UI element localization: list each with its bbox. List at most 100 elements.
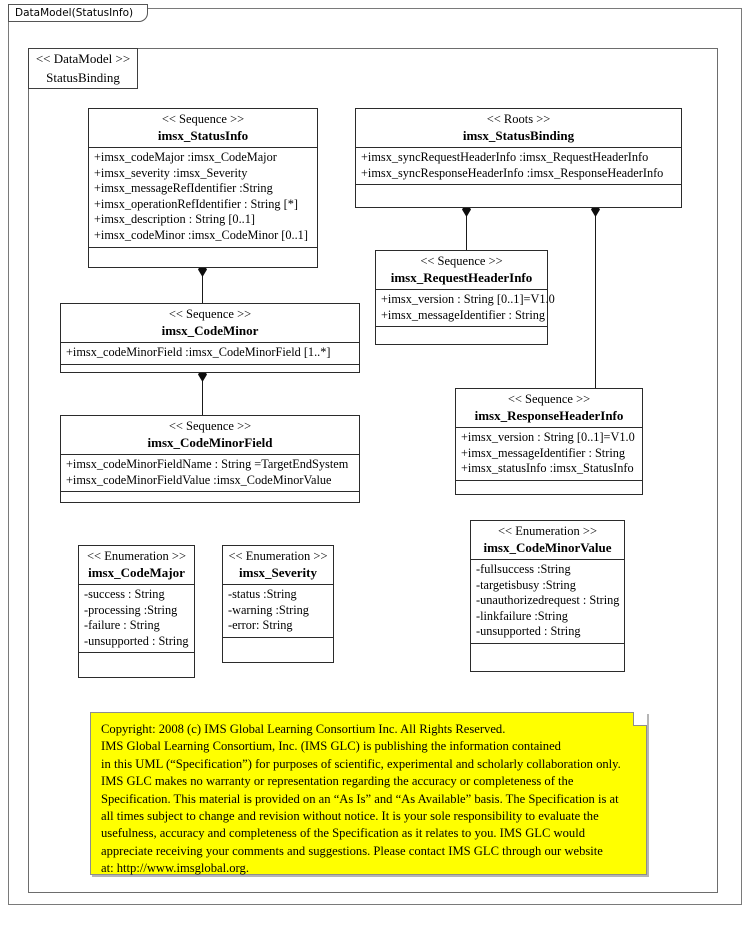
composition-diamond-statusinfo xyxy=(198,262,207,277)
class-name: imsx_RequestHeaderInfo xyxy=(390,270,533,285)
connector-binding-request-v xyxy=(466,208,467,250)
class-attributes: +imsx_version : String [0..1]=V1.0 +imsx… xyxy=(376,290,555,328)
class-operations xyxy=(61,365,359,382)
class-attributes: -status :String -warning :String -error:… xyxy=(223,585,333,638)
attribute-row: +imsx_messageRefIdentifier :String xyxy=(94,181,273,196)
class-name: imsx_Severity xyxy=(239,565,317,580)
class-header: << Enumeration >> imsx_CodeMinorValue xyxy=(471,521,624,560)
connector-codeminor-codeminorfield xyxy=(202,373,203,415)
class-stereotype: << Sequence >> xyxy=(420,254,503,268)
class-header: << Enumeration >> imsx_Severity xyxy=(223,546,333,585)
attribute-row: +imsx_operationRefIdentifier : String [*… xyxy=(94,196,298,211)
class-stereotype: << Roots >> xyxy=(486,112,551,126)
note-line: in this UML (“Specification”) for purpos… xyxy=(101,756,621,771)
attribute-row: -unsupported : String xyxy=(84,633,189,648)
class-header: << Sequence >> imsx_StatusInfo xyxy=(89,109,317,148)
class-header: << Roots >> imsx_StatusBinding xyxy=(356,109,681,148)
note-line: usefulness, accuracy and completeness of… xyxy=(101,826,586,841)
composition-diamond-binding-request xyxy=(462,202,471,217)
class-box-imsx-responseheaderinfo[interactable]: << Sequence >> imsx_ResponseHeaderInfo +… xyxy=(455,388,643,495)
attribute-row: +imsx_severity :imsx_Severity xyxy=(94,165,248,180)
class-name: imsx_CodeMajor xyxy=(88,565,185,580)
class-name: imsx_StatusInfo xyxy=(157,128,249,143)
attribute-row: +imsx_description : String [0..1] xyxy=(94,212,255,227)
class-name: imsx_ResponseHeaderInfo xyxy=(474,408,624,423)
class-stereotype: << Sequence >> xyxy=(161,112,245,126)
class-operations xyxy=(471,644,624,661)
class-operations xyxy=(79,653,194,670)
note-line: at: http://www.imsglobal.org. xyxy=(101,861,249,876)
attribute-row: -linkfailure :String xyxy=(476,608,568,623)
class-name: imsx_CodeMinorValue xyxy=(483,540,612,555)
copyright-note: Copyright: 2008 (c) IMS Global Learning … xyxy=(90,712,647,875)
attribute-row: +imsx_statusInfo :imsx_StatusInfo xyxy=(461,461,634,476)
attribute-row: +imsx_codeMinorField :imsx_CodeMinorFiel… xyxy=(66,345,331,359)
class-stereotype: << Sequence >> xyxy=(507,392,591,406)
connector-statusinfo-codeminor xyxy=(202,268,203,303)
class-operations xyxy=(223,638,333,655)
class-name: imsx_CodeMinorField xyxy=(147,435,273,450)
attribute-row: -fullsuccess :String xyxy=(476,562,571,576)
class-header: << Sequence >> imsx_CodeMinorField xyxy=(61,416,359,455)
attribute-row: +imsx_codeMajor :imsx_CodeMajor xyxy=(94,150,277,164)
attribute-row: -error: String xyxy=(228,618,293,633)
class-attributes: +imsx_version : String [0..1]=V1.0 +imsx… xyxy=(456,428,642,481)
class-box-imsx-statusinfo[interactable]: << Sequence >> imsx_StatusInfo +imsx_cod… xyxy=(88,108,318,268)
attribute-row: -failure : String xyxy=(84,618,160,633)
attribute-row: -processing :String xyxy=(84,602,178,617)
attribute-row: -warning :String xyxy=(228,602,309,617)
attribute-row: -unauthorizedrequest : String xyxy=(476,593,620,608)
note-line: all times subject to change and revision… xyxy=(101,809,599,824)
note-line: appreciate receiving your comments and s… xyxy=(101,843,603,858)
class-box-imsx-codeminorfield[interactable]: << Sequence >> imsx_CodeMinorField +imsx… xyxy=(60,415,360,503)
attribute-row: -targetisbusy :String xyxy=(476,577,576,592)
package-stereotype: << DataModel >> xyxy=(35,51,131,66)
class-box-imsx-codemajor[interactable]: << Enumeration >> imsx_CodeMajor -succes… xyxy=(78,545,195,678)
package-name: StatusBinding xyxy=(46,70,120,85)
class-header: << Sequence >> imsx_ResponseHeaderInfo xyxy=(456,389,642,428)
composition-diamond-binding-response xyxy=(591,202,600,217)
class-stereotype: << Sequence >> xyxy=(168,307,252,321)
class-box-imsx-severity[interactable]: << Enumeration >> imsx_Severity -status … xyxy=(222,545,334,663)
class-operations xyxy=(376,327,547,344)
attribute-row: +imsx_messageIdentifier : String xyxy=(461,445,626,460)
class-attributes: -success : String -processing :String -f… xyxy=(79,585,194,654)
class-operations xyxy=(356,185,681,202)
class-box-imsx-statusbinding[interactable]: << Roots >> imsx_StatusBinding +imsx_syn… xyxy=(355,108,682,208)
attribute-row: +imsx_codeMinor :imsx_CodeMinor [0..1] xyxy=(94,227,308,242)
class-box-imsx-codeminorvalue[interactable]: << Enumeration >> imsx_CodeMinorValue -f… xyxy=(470,520,625,672)
class-operations xyxy=(456,481,642,498)
attribute-row: -status :String xyxy=(228,587,297,601)
attribute-row: -unsupported : String xyxy=(476,624,581,639)
composition-diamond-codeminor xyxy=(198,367,207,382)
class-box-imsx-codeminor[interactable]: << Sequence >> imsx_CodeMinor +imsx_code… xyxy=(60,303,360,373)
attribute-row: +imsx_version : String [0..1]=V1.0 xyxy=(381,292,555,306)
class-stereotype: << Enumeration >> xyxy=(228,549,328,563)
note-line: IMS GLC makes no warranty or representat… xyxy=(101,774,574,789)
class-attributes: +imsx_codeMinorFieldName : String =Targe… xyxy=(61,455,359,493)
note-line: Specification. This material is provided… xyxy=(101,791,619,806)
package-header: << DataModel >> StatusBinding xyxy=(28,48,138,89)
note-line: IMS Global Learning Consortium, Inc. (IM… xyxy=(101,739,561,754)
attribute-row: +imsx_syncResponseHeaderInfo :imsx_Respo… xyxy=(361,165,664,180)
class-header: << Enumeration >> imsx_CodeMajor xyxy=(79,546,194,585)
note-fold-corner xyxy=(633,712,647,726)
class-attributes: -fullsuccess :String -targetisbusy :Stri… xyxy=(471,560,624,644)
class-header: << Sequence >> imsx_CodeMinor xyxy=(61,304,359,343)
diagram-title-tab[interactable]: DataModel(StatusInfo) xyxy=(8,4,149,22)
attribute-row: +imsx_version : String [0..1]=V1.0 xyxy=(461,430,635,444)
attribute-row: +imsx_codeMinorFieldName : String =Targe… xyxy=(66,457,349,471)
class-name: imsx_StatusBinding xyxy=(462,128,575,143)
note-line: Copyright: 2008 (c) IMS Global Learning … xyxy=(101,722,506,736)
class-attributes: +imsx_codeMinorField :imsx_CodeMinorFiel… xyxy=(61,343,359,365)
attribute-row: +imsx_syncRequestHeaderInfo :imsx_Reques… xyxy=(361,150,649,164)
class-operations xyxy=(89,248,317,265)
class-header: << Sequence >> imsx_RequestHeaderInfo xyxy=(376,251,547,290)
class-attributes: +imsx_codeMajor :imsx_CodeMajor +imsx_se… xyxy=(89,148,317,248)
class-box-imsx-requestheaderinfo[interactable]: << Sequence >> imsx_RequestHeaderInfo +i… xyxy=(375,250,555,345)
class-stereotype: << Enumeration >> xyxy=(497,524,597,538)
copyright-note-text: Copyright: 2008 (c) IMS Global Learning … xyxy=(91,713,646,878)
class-name: imsx_CodeMinor xyxy=(161,323,259,338)
attribute-row: -success : String xyxy=(84,587,165,601)
class-attributes: +imsx_syncRequestHeaderInfo :imsx_Reques… xyxy=(356,148,681,186)
